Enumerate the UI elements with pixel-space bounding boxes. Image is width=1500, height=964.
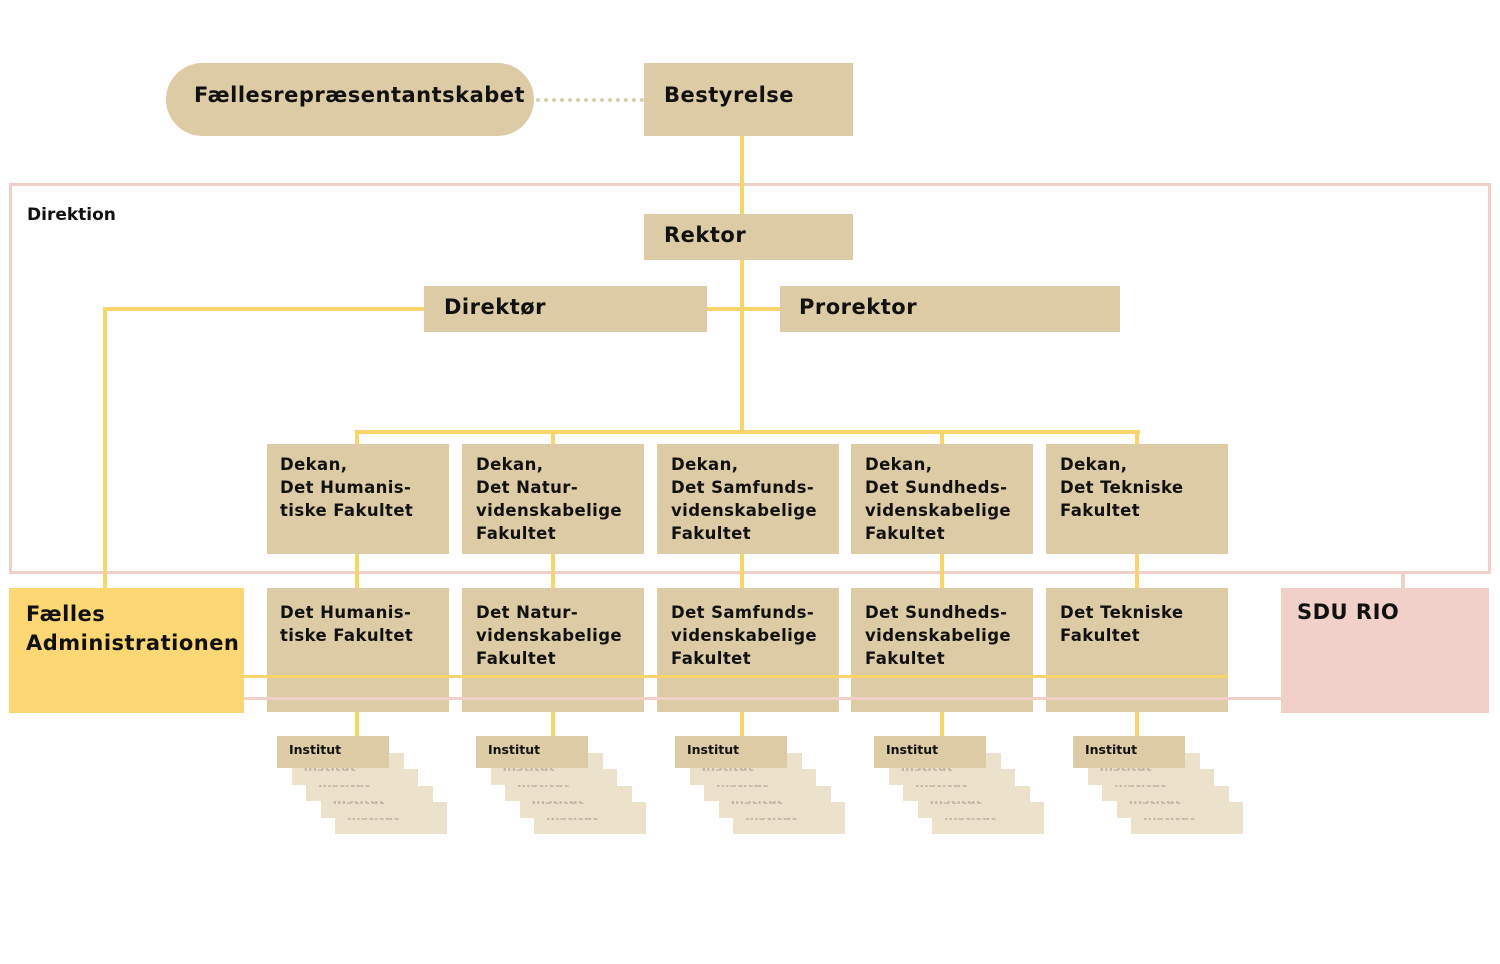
faculty-label: Det Natur- videnskabelige Fakultet [476, 603, 623, 668]
institut-box: Institut [675, 736, 787, 768]
dean-label: Dekan, Det Tekniske Fakultet [1060, 455, 1184, 520]
prorektor-label: Prorektor [799, 295, 918, 319]
connector-dean-faculty-3 [740, 554, 744, 589]
connector-faculty-institut-2 [551, 712, 555, 737]
connector-dean-bus [355, 430, 1140, 434]
connector-rektor-trunk [740, 260, 744, 434]
connector-bus-drop-4 [940, 430, 944, 445]
institut-box: Institut [1073, 736, 1185, 768]
bestyrelse-label: Bestyrelse [664, 83, 795, 107]
connector-bus-drop-1 [355, 430, 359, 445]
rektor-label: Rektor [664, 223, 747, 247]
faculty-label: Det Tekniske Fakultet [1060, 603, 1184, 645]
sdu-rio-box: SDU RIO [1281, 588, 1489, 713]
connector-bus-drop-5 [1135, 430, 1139, 445]
dean-box-health-sciences: Dekan, Det Sundheds- videnskabelige Faku… [851, 444, 1033, 554]
prorektor-box: Prorektor [780, 286, 1120, 332]
connector-faculty-institut-4 [940, 712, 944, 737]
bestyrelse-box: Bestyrelse [644, 63, 853, 136]
dean-box-humanities: Dekan, Det Humanis- tiske Fakultet [267, 444, 449, 554]
connector-bus-drop-2 [551, 430, 555, 445]
faculty-box-social-sciences: Det Samfunds- videnskabelige Fakultet [657, 588, 839, 712]
connector-direktor-prorektor [706, 307, 781, 311]
dean-label: Dekan, Det Sundheds- videnskabelige Faku… [865, 455, 1012, 543]
dean-box-science: Dekan, Det Natur- videnskabelige Fakulte… [462, 444, 644, 554]
connector-sdu-rio-frame [1401, 572, 1405, 589]
sdu-rio-label: SDU RIO [1297, 600, 1400, 624]
direktion-frame [9, 183, 1491, 574]
connector-dean-faculty-4 [940, 554, 944, 589]
institut-box: Institut [874, 736, 986, 768]
direktion-label: Direktion [27, 205, 116, 225]
faculty-box-science: Det Natur- videnskabelige Fakultet [462, 588, 644, 712]
faellesrepraesentantskabet-label: Fællesrepræsentantskabet [194, 83, 526, 107]
institut-box: Institut [476, 736, 588, 768]
rektor-box: Rektor [644, 214, 853, 260]
connector-direktor-left [103, 307, 425, 311]
dean-box-engineering: Dekan, Det Tekniske Fakultet [1046, 444, 1228, 554]
connector-left-vertical [103, 307, 107, 589]
faelles-administrationen-label: Fælles Administrationen [26, 602, 240, 655]
connector-bestyrelse-rektor [740, 136, 744, 214]
connector-dean-faculty-1 [355, 554, 359, 589]
connector-administration-bar [244, 675, 1228, 678]
dean-label: Dekan, Det Humanis- tiske Fakultet [280, 455, 414, 520]
direktor-box: Direktør [424, 286, 707, 332]
dean-label: Dekan, Det Natur- videnskabelige Fakulte… [476, 455, 623, 543]
institut-box: Institut [277, 736, 389, 768]
faculty-label: Det Samfunds- videnskabelige Fakultet [671, 603, 818, 668]
dean-label: Dekan, Det Samfunds- videnskabelige Faku… [671, 455, 818, 543]
faculty-box-humanities: Det Humanis- tiske Fakultet [267, 588, 449, 712]
direktor-label: Direktør [444, 295, 547, 319]
connector-dean-faculty-5 [1135, 554, 1139, 589]
faellesrepraesentantskabet-box: Fællesrepræsentantskabet [166, 63, 534, 136]
faculty-label: Det Humanis- tiske Fakultet [280, 603, 414, 645]
connector-faculty-institut-5 [1135, 712, 1139, 737]
connector-sdu-rio-bar [244, 697, 1282, 700]
dotted-connector [536, 98, 644, 102]
faculty-label: Det Sundheds- videnskabelige Fakultet [865, 603, 1012, 668]
connector-faculty-institut-1 [355, 712, 359, 737]
connector-faculty-institut-3 [740, 712, 744, 737]
faculty-box-health-sciences: Det Sundheds- videnskabelige Fakultet [851, 588, 1033, 712]
dean-box-social-sciences: Dekan, Det Samfunds- videnskabelige Faku… [657, 444, 839, 554]
connector-dean-faculty-2 [551, 554, 555, 589]
faculty-box-engineering: Det Tekniske Fakultet [1046, 588, 1228, 712]
faelles-administrationen-box: Fælles Administrationen [9, 588, 244, 713]
